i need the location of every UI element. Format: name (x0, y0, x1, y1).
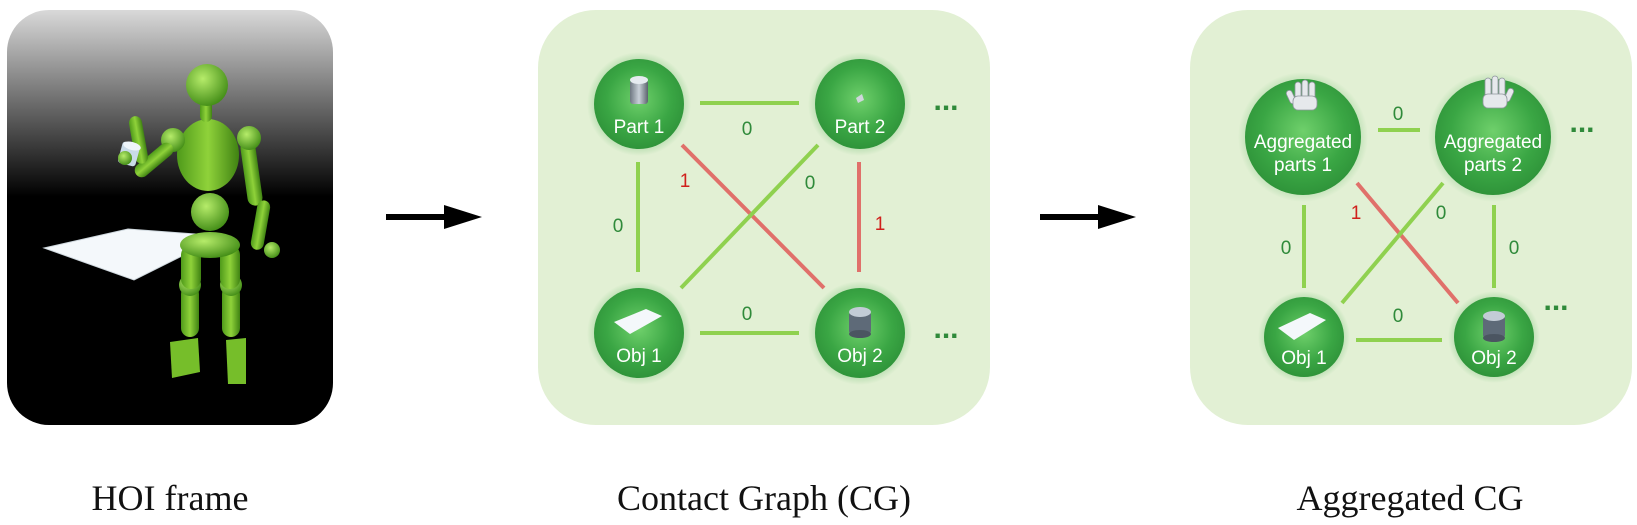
cg-edge-label-part1-obj2: 1 (680, 171, 691, 192)
cg-node-part1: Part 1 (587, 52, 691, 156)
hoi-frame-background (7, 10, 333, 425)
agg-node-parts2-label-line2: parts 2 (1464, 155, 1522, 176)
agg-edge-parts1-obj2 (1355, 181, 1460, 305)
cylinder-object-icon (849, 307, 871, 338)
hand-icon (1285, 79, 1318, 111)
cylinder-part-icon (630, 76, 648, 104)
cg-node-obj1: Obj 1 (587, 281, 691, 385)
cg-more-objects-ellipsis: ... (933, 312, 958, 345)
cg-edge-label-part1-part2: 0 (742, 119, 753, 140)
agg-panel-background (1190, 10, 1632, 425)
plane-object-icon (1278, 313, 1326, 340)
agg-node-parts2: Aggregated parts 2 (1428, 72, 1558, 202)
cg-node-part2-label: Part 2 (835, 117, 886, 138)
agg-node-parts1-label-line1: Aggregated (1254, 132, 1352, 153)
cg-node-obj2-label: Obj 2 (837, 346, 882, 367)
agg-node-parts2-label-line1: Aggregated (1444, 132, 1542, 153)
humanoid-figure (118, 64, 280, 384)
agg-node-obj2-label: Obj 2 (1471, 348, 1516, 369)
cg-edge-label-obj1-obj2: 0 (742, 304, 753, 325)
agg-more-objects-ellipsis: ... (1543, 284, 1568, 317)
cg-edge-label-part2-obj2: 1 (875, 214, 886, 235)
arrow-hoi-to-cg (386, 205, 482, 229)
cg-edge-label-part2-obj1: 0 (805, 173, 816, 194)
agg-node-parts1: Aggregated parts 1 (1238, 72, 1368, 202)
arrow-cg-to-agg (1040, 205, 1136, 229)
cg-node-obj2: Obj 2 (808, 281, 912, 385)
caption-aggregated-cg: Aggregated CG (1297, 478, 1524, 518)
agg-node-obj2: Obj 2 (1448, 291, 1540, 383)
agg-node-obj1-label: Obj 1 (1281, 348, 1326, 369)
cg-more-parts-ellipsis: ... (933, 84, 958, 117)
caption-contact-graph: Contact Graph (CG) (617, 478, 911, 518)
agg-edge-label-parts1-obj2: 1 (1351, 203, 1362, 224)
agg-node-obj1: Obj 1 (1258, 291, 1350, 383)
contact-graph-panel: Part 1 Part 2 Obj 1 Obj 2 0 0 0 (538, 10, 990, 425)
caption-hoi-frame: HOI frame (92, 478, 249, 518)
aggregated-cg-panel: Aggregated parts 1 Aggregated parts 2 Ob… (1190, 10, 1632, 425)
agg-edge-label-parts2-obj2: 0 (1509, 238, 1520, 259)
agg-edge-label-parts2-obj1: 0 (1436, 203, 1447, 224)
plane-object-icon (614, 309, 662, 334)
cg-node-part2: Part 2 (808, 52, 912, 156)
hand-icon (1482, 75, 1515, 109)
hoi-frame-panel (7, 10, 333, 425)
agg-edge-label-parts1-obj1: 0 (1281, 238, 1292, 259)
agg-edge-label-obj1-obj2: 0 (1393, 306, 1404, 327)
cg-edge-part2-obj1 (679, 143, 820, 290)
agg-edge-parts2-obj1 (1340, 181, 1445, 305)
small-part-icon (856, 94, 864, 103)
agg-more-parts-ellipsis: ... (1569, 106, 1594, 139)
cg-node-obj1-label: Obj 1 (616, 346, 661, 367)
cylinder-object-icon (1483, 311, 1505, 342)
cg-node-part1-label: Part 1 (614, 117, 665, 138)
agg-edge-label-parts1-parts2: 0 (1393, 104, 1404, 125)
cg-edge-label-part1-obj1: 0 (613, 216, 624, 237)
agg-node-parts1-label-line2: parts 1 (1274, 155, 1332, 176)
cg-edge-part1-obj2 (680, 143, 826, 290)
